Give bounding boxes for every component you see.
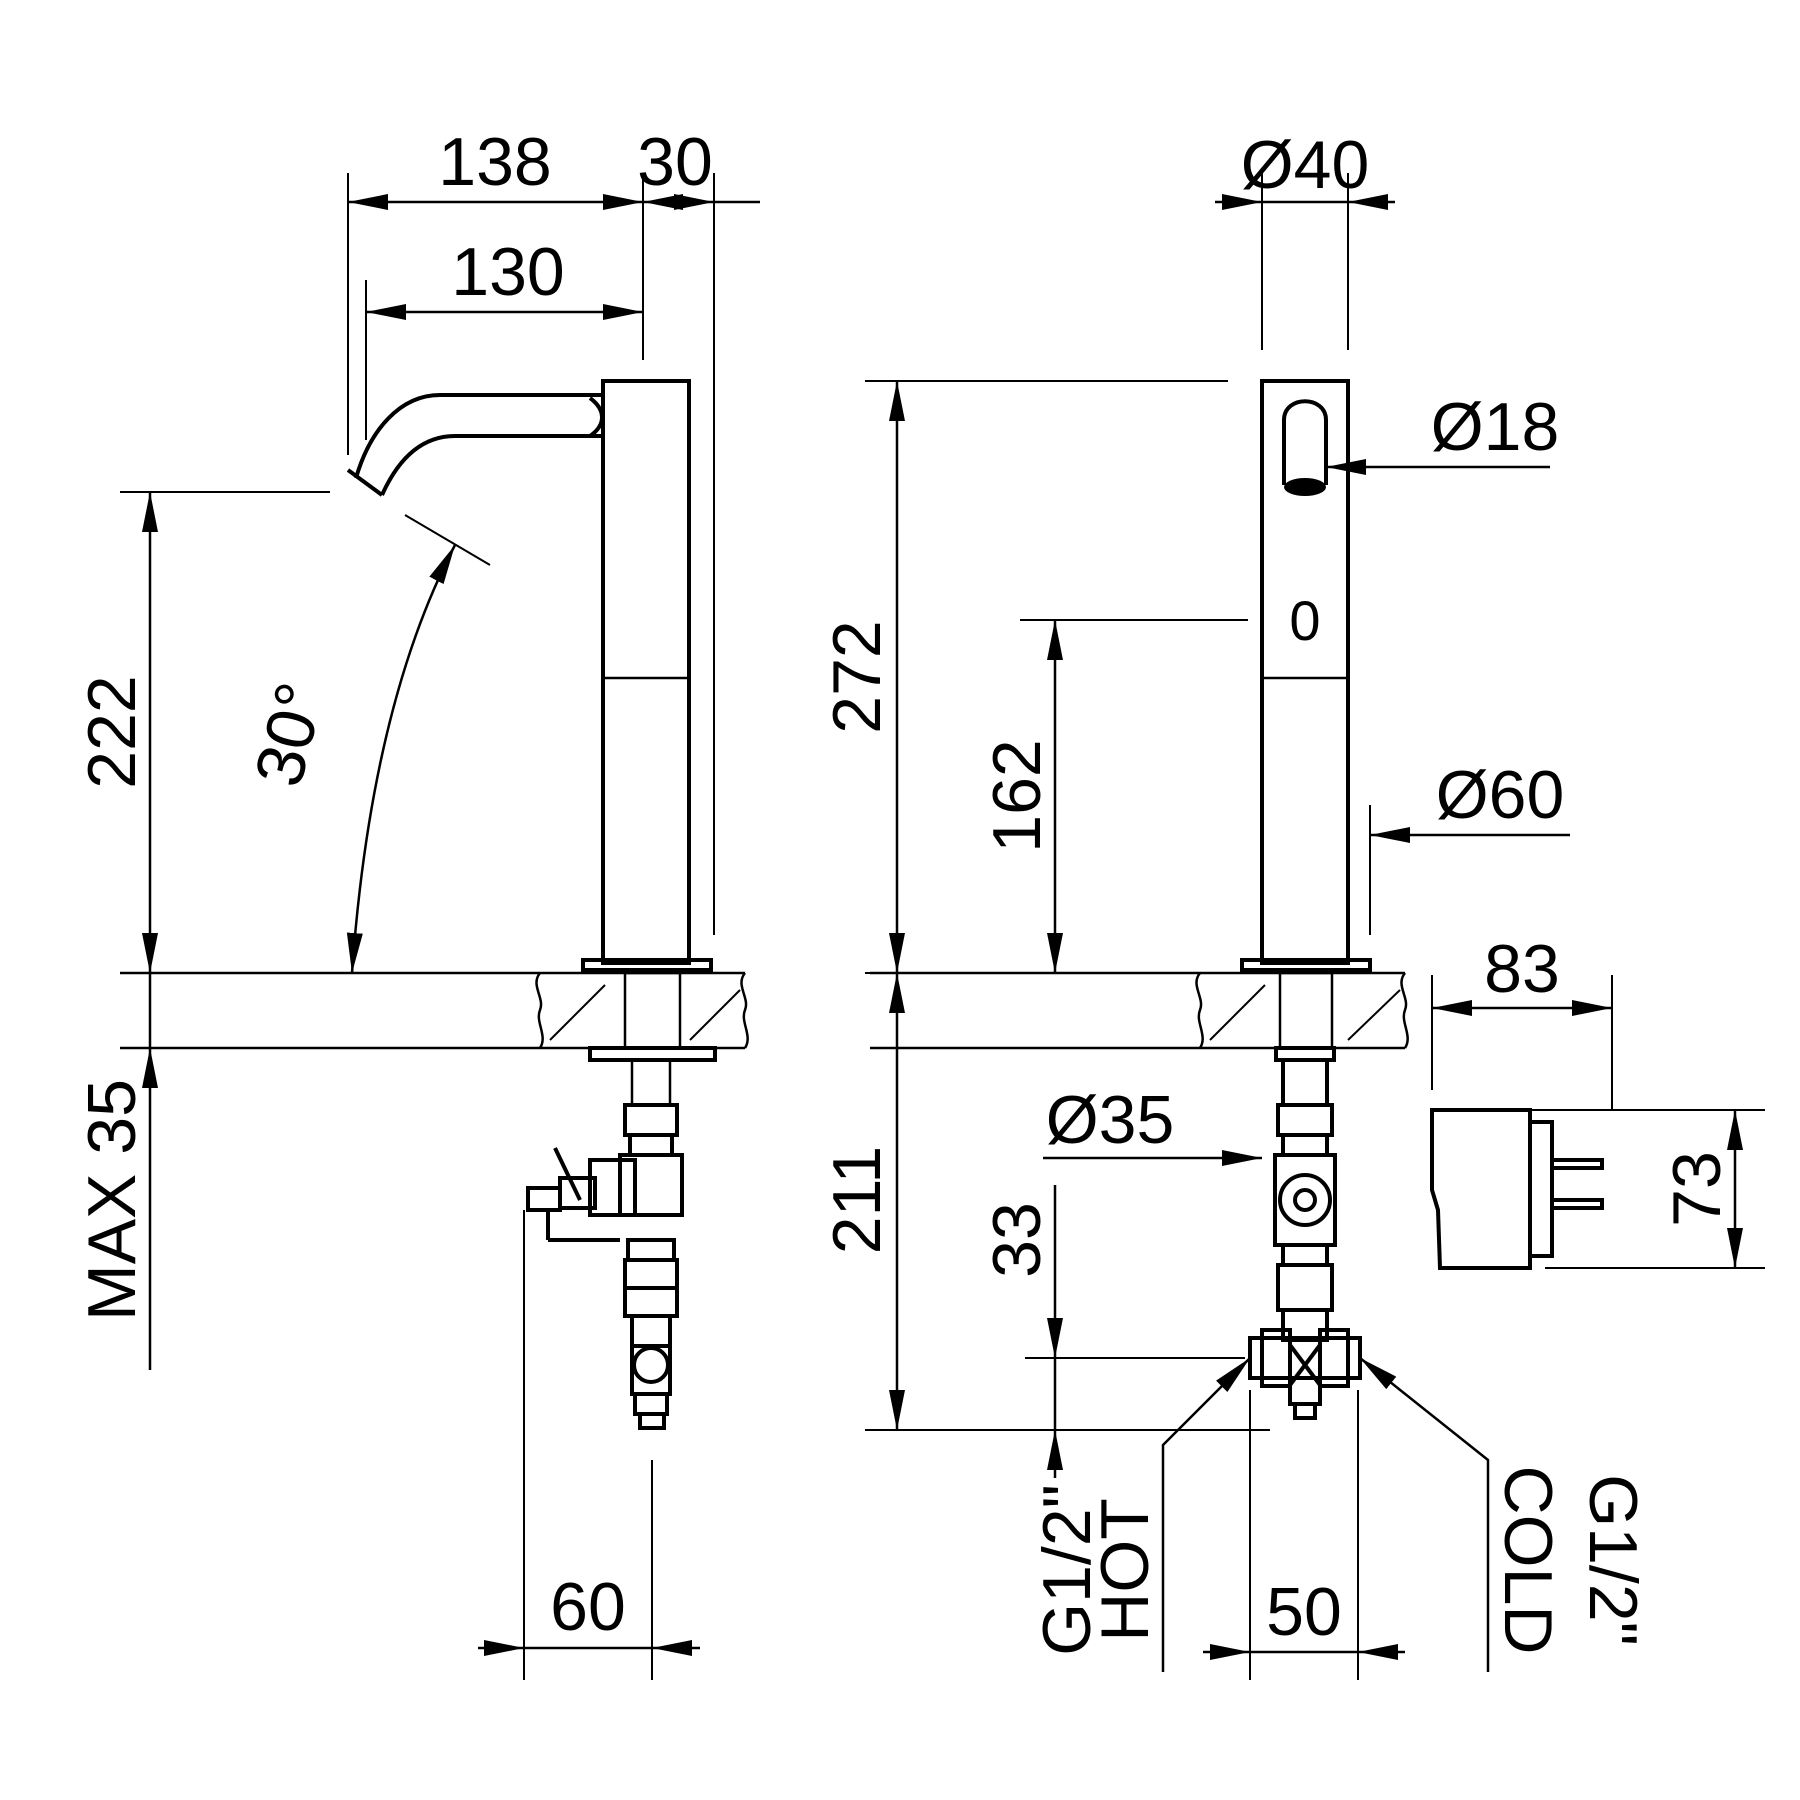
dimension-d18: Ø18 bbox=[1326, 389, 1560, 475]
angle-30: 30° bbox=[240, 514, 491, 974]
valve-assembly-front bbox=[1248, 1058, 1362, 1420]
thread-cold-label: G1/2" bbox=[1575, 1474, 1651, 1646]
dimension-73: 73 bbox=[1545, 1109, 1765, 1269]
dim-60-label: 60 bbox=[550, 1569, 626, 1645]
dim-d35-label: Ø35 bbox=[1046, 1082, 1175, 1158]
dimension-60: 60 bbox=[478, 1210, 700, 1680]
dimension-max-35: MAX 35 bbox=[74, 973, 158, 1370]
dim-50-label: 50 bbox=[1266, 1574, 1342, 1650]
dim-138-label: 138 bbox=[438, 124, 551, 200]
dim-30-label: 30 bbox=[637, 124, 713, 200]
angle-30-label: 30° bbox=[240, 675, 339, 793]
countertop-side bbox=[120, 971, 749, 1062]
countertop-front bbox=[870, 971, 1409, 1062]
dimension-d40: Ø40 bbox=[1215, 127, 1395, 350]
dim-83-label: 83 bbox=[1484, 931, 1560, 1007]
dimension-130: 130 bbox=[365, 234, 643, 440]
dimension-272: 272 bbox=[819, 380, 1228, 973]
side-view: 138 30 130 222 30° bbox=[74, 124, 760, 1680]
power-adapter bbox=[1430, 1108, 1604, 1270]
dimension-d60: Ø60 bbox=[1369, 757, 1570, 935]
hot-label: HOT bbox=[1087, 1498, 1163, 1642]
hot-inlet-callout: G1/2" HOT bbox=[1029, 1357, 1251, 1672]
dimension-83: 83 bbox=[1431, 931, 1613, 1111]
cold-inlet-callout: COLD G1/2" bbox=[1359, 1357, 1651, 1672]
dimension-162: 162 bbox=[979, 619, 1248, 973]
dim-272-label: 272 bbox=[819, 620, 895, 733]
cold-label: COLD bbox=[1490, 1466, 1566, 1655]
front-view: 0 bbox=[819, 127, 1765, 1680]
dimension-d35: Ø35 bbox=[1043, 1082, 1262, 1166]
dim-130-label: 130 bbox=[451, 234, 564, 310]
dimension-211: 211 bbox=[819, 972, 1270, 1431]
dim-d60-label: Ø60 bbox=[1436, 757, 1565, 833]
dimension-222: 222 bbox=[74, 491, 330, 973]
faucet-body-side bbox=[346, 379, 713, 972]
faucet-body-front: 0 bbox=[1240, 379, 1372, 972]
valve-assembly-side bbox=[526, 1058, 684, 1430]
dim-162-label: 162 bbox=[979, 739, 1055, 852]
sensor-label: 0 bbox=[1289, 589, 1320, 652]
dim-33-label: 33 bbox=[979, 1202, 1055, 1278]
max-35-label: MAX 35 bbox=[74, 1079, 150, 1321]
thread-hot-label: G1/2" bbox=[1029, 1484, 1105, 1656]
dim-73-label: 73 bbox=[1659, 1151, 1735, 1227]
dimension-138: 138 bbox=[347, 124, 643, 455]
dim-d40-label: Ø40 bbox=[1241, 127, 1370, 203]
dim-211-label: 211 bbox=[819, 1146, 895, 1254]
dimension-33: 33 bbox=[979, 1185, 1245, 1478]
dimension-50: 50 bbox=[1203, 1390, 1405, 1680]
dim-222-label: 222 bbox=[74, 675, 150, 788]
dimension-30: 30 bbox=[637, 124, 760, 935]
dim-d18-label: Ø18 bbox=[1431, 389, 1560, 465]
